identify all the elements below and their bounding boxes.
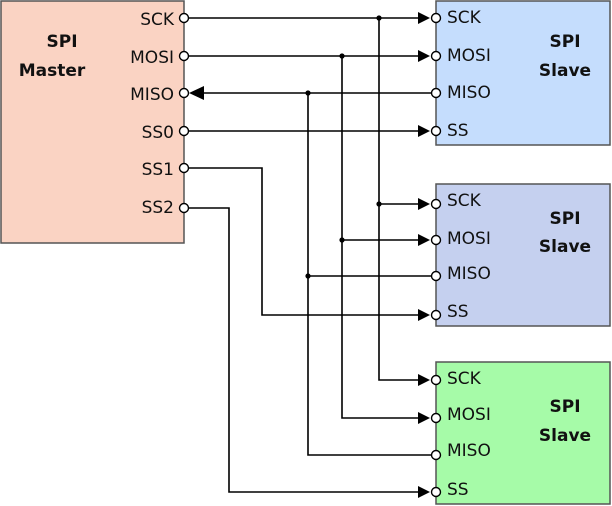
master-pin-circle-sck [178,12,190,24]
slave-2-title-line2: Slave [539,237,591,257]
master-pin-circles [178,12,190,214]
wire-sck-trunk [378,18,426,381]
master-title-line2: Master [19,61,86,81]
master-pin-ss2: SS2 [142,198,174,218]
wire-miso-trunk [307,93,431,456]
slave-3-pin-circle-ss [430,486,442,498]
slave-1-pin-mosi: MOSI [447,46,491,66]
arrow-mosi-slave-3 [418,412,430,424]
slave-1-box [435,0,611,146]
master-pin-circle-ss1 [178,162,190,174]
junction-sck-top [376,15,382,21]
slave-3-title-line1: SPI [549,397,580,417]
junction-mosi-mid [339,237,345,243]
arrow-miso-master [189,86,204,100]
arrow-ss0-slave-1 [418,125,430,137]
arrow-sck-slave-1 [418,12,430,24]
slave-3-pin-sck: SCK [447,369,482,389]
arrowheads [189,12,430,498]
master-box [0,0,185,244]
slave-2-box [435,183,611,327]
arrow-sck-slave-3 [418,374,430,386]
slave-2-pin-circle-ss [430,309,442,321]
slave-1-pin-sck: SCK [447,8,482,28]
master-pin-circle-ss0 [178,125,190,137]
slave-1-pin-circle-ss [430,125,442,137]
junction-dots [305,15,382,279]
junction-sck-mid [376,201,382,207]
master-title-line1: SPI [46,32,77,52]
slave-1-pin-circle-sck [430,12,442,24]
slave-3-pin-mosi: MOSI [447,405,491,425]
slave-1-title-line2: Slave [539,61,591,81]
master-pin-miso: MISO [130,85,174,105]
master-pin-circle-mosi [178,50,190,62]
slave-pin-circles [430,12,442,498]
arrow-ss2-slave-3 [418,486,430,498]
slave-2-title-line1: SPI [549,209,580,229]
arrow-sck-slave-2 [418,198,430,210]
slave-2-pin-circle-miso [430,270,442,282]
slave-3-pin-ss: SS [447,480,469,500]
wire-mosi-trunk [341,56,426,419]
master-pin-circle-miso [178,87,190,99]
slave-2-pin-circle-sck [430,198,442,210]
slave-3-pin-circle-mosi [430,412,442,424]
spi-slave-2-block: SPI Slave SCK MOSI MISO SS [435,183,611,327]
arrow-mosi-slave-1 [418,50,430,62]
arrow-mosi-slave-2 [418,234,430,246]
slave-2-pin-ss: SS [447,302,469,322]
slave-1-pin-circle-miso [430,87,442,99]
slave-1-pin-circle-mosi [430,50,442,62]
master-pin-ss1: SS1 [142,160,174,180]
master-pin-mosi: MOSI [130,48,174,68]
spi-slave-1-block: SPI Slave SCK MOSI MISO SS [435,0,611,146]
junction-mosi-top [339,53,345,59]
bus-wires [189,17,431,493]
master-pin-circle-ss2 [178,202,190,214]
slave-2-pin-circle-mosi [430,234,442,246]
slave-2-pin-sck: SCK [447,191,482,211]
slave-3-pin-circle-miso [430,449,442,461]
slave-3-box [435,361,611,505]
junction-miso-mid [305,273,311,279]
slave-2-pin-miso: MISO [447,264,491,284]
junction-miso-top [305,90,311,96]
wire-ss2 [189,207,426,493]
slave-3-pin-miso: MISO [447,441,491,461]
slave-1-title-line1: SPI [549,32,580,52]
slave-1-pin-ss: SS [447,121,469,141]
slave-3-title-line2: Slave [539,426,591,446]
slave-1-pin-miso: MISO [447,83,491,103]
arrow-ss1-slave-2 [418,309,430,321]
slave-3-pin-circle-sck [430,374,442,386]
master-pin-ss0: SS0 [142,123,174,143]
master-pin-sck: SCK [140,10,175,30]
spi-master-block: SPI Master SCK MOSI MISO SS0 SS1 SS2 [0,0,185,244]
slave-2-pin-mosi: MOSI [447,229,491,249]
spi-slave-3-block: SPI Slave SCK MOSI MISO SS [435,361,611,505]
wire-ss1 [189,167,426,316]
